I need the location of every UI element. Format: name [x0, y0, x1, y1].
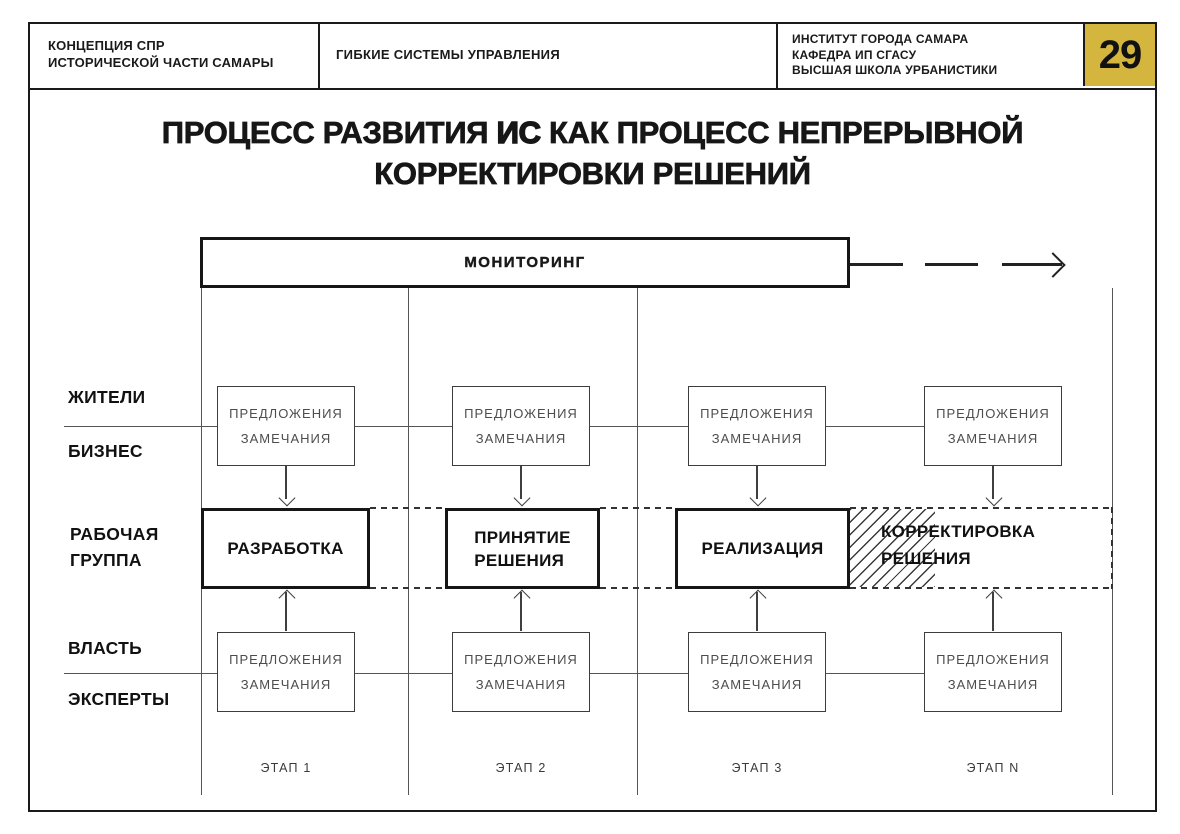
feedback-line1: ПРЕДЛОЖЕНИЯ [464, 406, 578, 421]
hatch-pattern [850, 509, 935, 587]
feedback-box-top-stage3: ПРЕДЛОЖЕНИЯ ЗАМЕЧАНИЯ [688, 386, 826, 466]
correction-region-top-edge [850, 507, 1112, 509]
feedback-line2: ЗАМЕЧАНИЯ [947, 677, 1039, 692]
monitoring-arrow-stub [850, 263, 903, 266]
feedback-box-bottom-stage2: ПРЕДЛОЖЕНИЯ ЗАМЕЧАНИЯ [452, 632, 590, 712]
header-project-line1: КОНЦЕПЦИЯ СПР [48, 38, 165, 53]
page-number: 29 [1098, 32, 1142, 77]
header-org-line2: КАФЕДРА ИП СГАСУ [792, 47, 917, 62]
feedback-line1: ПРЕДЛОЖЕНИЯ [936, 652, 1050, 667]
stage-label-3: ЭТАП 3 [731, 761, 783, 775]
header-separator-1 [318, 22, 320, 88]
feedback-line2: ЗАМЕЧАНИЯ [947, 431, 1039, 446]
actor-label-authorities: ВЛАСТЬ [68, 638, 142, 658]
feedback-line2: ЗАМЕЧАНИЯ [475, 677, 567, 692]
feedback-box-top-stageN: ПРЕДЛОЖЕНИЯ ЗАМЕЧАНИЯ [924, 386, 1062, 466]
header-project-title: КОНЦЕПЦИЯ СПР ИСТОРИЧЕСКОЙ ЧАСТИ САМАРЫ [48, 37, 274, 71]
slide-title: ПРОЦЕСС РАЗВИТИЯ ИС КАК ПРОЦЕСС НЕПРЕРЫВ… [28, 112, 1157, 194]
header-org-line1: ИНСТИТУТ ГОРОДА САМАРА [792, 32, 969, 46]
dashed-band-bottom-seg2 [600, 587, 675, 589]
feedback-line2: ЗАМЕЧАНИЯ [240, 677, 332, 692]
stage-label-1: ЭТАП 1 [260, 761, 312, 775]
working-group-line1: РАБОЧАЯ [70, 524, 159, 544]
stage-divider-2 [408, 288, 409, 795]
stage-label-N: ЭТАП N [966, 761, 1020, 775]
action-box-stage3: РЕАЛИЗАЦИЯ [675, 508, 850, 589]
slide-title-line1: ПРОЦЕСС РАЗВИТИЯ ИС КАК ПРОЦЕСС НЕПРЕРЫВ… [28, 112, 1157, 153]
arrow-line [756, 592, 758, 631]
feedback-line2: ЗАМЕЧАНИЯ [711, 677, 803, 692]
slide-border-frame [28, 22, 1157, 812]
action-box-stage2: ПРИНЯТИЕ РЕШЕНИЯ [445, 508, 600, 589]
arrow-line [285, 466, 287, 499]
title-part1: ПРОЦЕСС РАЗВИТИЯ [161, 115, 497, 151]
feedback-line2: ЗАМЕЧАНИЯ [711, 431, 803, 446]
feedback-box-bottom-stageN: ПРЕДЛОЖЕНИЯ ЗАМЕЧАНИЯ [924, 632, 1062, 712]
stage-label-2: ЭТАП 2 [495, 761, 547, 775]
title-part2: КАК ПРОЦЕСС НЕПРЕРЫВНОЙ [540, 115, 1024, 151]
feedback-line1: ПРЕДЛОЖЕНИЯ [700, 406, 814, 421]
feedback-line2: ЗАМЕЧАНИЯ [475, 431, 567, 446]
feedback-line1: ПРЕДЛОЖЕНИЯ [936, 406, 1050, 421]
arrow-line [756, 466, 758, 499]
dashed-band-bottom-seg1 [370, 587, 445, 589]
header-separator-2 [776, 22, 778, 88]
feedback-line1: ПРЕДЛОЖЕНИЯ [229, 652, 343, 667]
action-stage2-line2: РЕШЕНИЯ [474, 550, 565, 570]
actor-label-business: БИЗНЕС [68, 441, 143, 461]
action-stage1-line1: РАЗРАБОТКА [227, 539, 344, 558]
actor-label-experts: ЭКСПЕРТЫ [68, 689, 170, 709]
stage-divider-4 [1112, 288, 1113, 795]
arrow-line [520, 466, 522, 499]
action-stageN-line2: РЕШЕНИЯ [881, 549, 971, 568]
monitoring-label: МОНИТОРИНГ [464, 254, 586, 271]
feedback-box-bottom-stage1: ПРЕДЛОЖЕНИЯ ЗАМЕЧАНИЯ [217, 632, 355, 712]
feedback-line1: ПРЕДЛОЖЕНИЯ [700, 652, 814, 667]
feedback-box-top-stage2: ПРЕДЛОЖЕНИЯ ЗАМЕЧАНИЯ [452, 386, 590, 466]
header-band [28, 22, 1157, 90]
action-box-stage1: РАЗРАБОТКА [201, 508, 370, 589]
header-project-line2: ИСТОРИЧЕСКОЙ ЧАСТИ САМАРЫ [48, 55, 274, 70]
arrow-line [992, 466, 994, 499]
feedback-line1: ПРЕДЛОЖЕНИЯ [229, 406, 343, 421]
feedback-box-top-stage1: ПРЕДЛОЖЕНИЯ ЗАМЕЧАНИЯ [217, 386, 355, 466]
dashed-band-top-seg2 [600, 507, 675, 509]
action-stage3-line1: РЕАЛИЗАЦИЯ [701, 539, 824, 558]
slide-title-line2: КОРРЕКТИРОВКИ РЕШЕНИЙ [374, 156, 811, 192]
actor-label-residents: ЖИТЕЛИ [68, 387, 146, 407]
dashed-band-top-seg1 [370, 507, 445, 509]
title-emphasis: ИС [496, 114, 542, 151]
feedback-box-bottom-stage3: ПРЕДЛОЖЕНИЯ ЗАМЕЧАНИЯ [688, 632, 826, 712]
feedback-line1: ПРЕДЛОЖЕНИЯ [464, 652, 578, 667]
monitoring-arrow-line [1002, 263, 1062, 266]
action-stageN-line1: КОРРЕКТИРОВКА [881, 522, 1036, 541]
arrow-line [285, 592, 287, 631]
correction-region-bottom-edge [850, 587, 1112, 589]
arrow-line [992, 592, 994, 631]
working-group-line2: ГРУППА [70, 550, 142, 570]
header-org-line3: ВЫСШАЯ ШКОЛА УРБАНИСТИКИ [792, 63, 998, 77]
monitoring-bar: МОНИТОРИНГ [200, 237, 850, 288]
header-organization: ИНСТИТУТ ГОРОДА САМАРА КАФЕДРА ИП СГАСУ … [792, 32, 997, 79]
correction-region-right-edge [1111, 507, 1113, 589]
feedback-line2: ЗАМЕЧАНИЯ [240, 431, 332, 446]
action-box-stageN: КОРРЕКТИРОВКА РЕШЕНИЯ [881, 518, 1035, 572]
header-section-title: ГИБКИЕ СИСТЕМЫ УПРАВЛЕНИЯ [336, 47, 560, 62]
actor-label-working-group: РАБОЧАЯ ГРУППА [70, 521, 159, 573]
page-number-box: 29 [1083, 24, 1155, 86]
arrow-line [520, 592, 522, 631]
monitoring-arrow-dash [925, 263, 978, 266]
stage-divider-3 [637, 288, 638, 795]
action-stage2-line1: ПРИНЯТИЕ [474, 527, 571, 547]
